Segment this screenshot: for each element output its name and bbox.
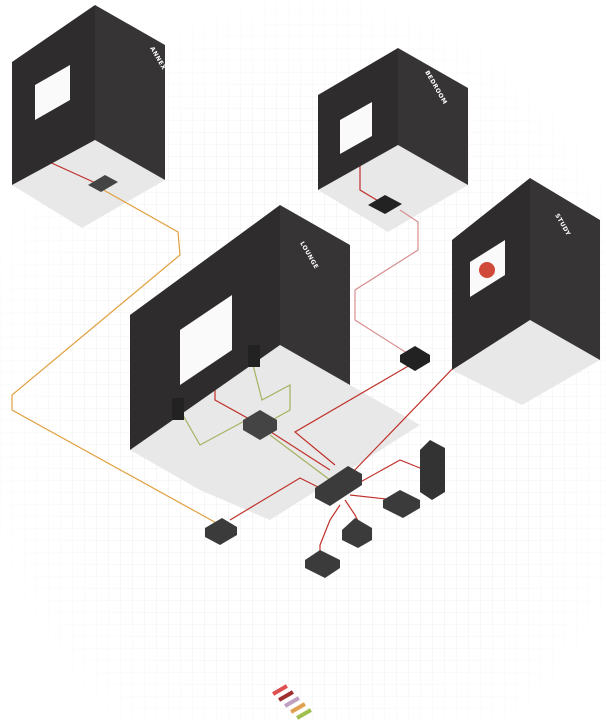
annex-extender-receiver — [88, 175, 118, 192]
lounge-screen — [180, 295, 232, 385]
study-floor — [452, 320, 600, 405]
hdmi-matrix-switch — [315, 466, 362, 506]
set-top-box — [383, 490, 420, 518]
speaker-left — [172, 398, 184, 420]
annex-extender-transmitter — [205, 518, 237, 545]
bedroom-screen — [340, 102, 372, 154]
av-receiver — [243, 410, 277, 440]
pc-tower — [420, 440, 445, 500]
speaker-right — [248, 345, 260, 367]
legend-swatch — [290, 702, 306, 714]
study-right-wall — [530, 178, 600, 360]
lounge-right-wall — [280, 205, 350, 385]
legend-swatch — [272, 684, 288, 696]
study-screen-graphic — [479, 262, 495, 278]
legend-swatch — [284, 696, 300, 708]
annex-right-wall — [95, 5, 165, 180]
annex-screen — [35, 65, 70, 120]
bedroom-extender-transmitter — [400, 346, 430, 371]
bedroom-extender-receiver — [368, 195, 402, 214]
media-player — [305, 550, 340, 578]
legend-swatch — [296, 708, 312, 720]
lounge-floor — [130, 345, 420, 520]
cable-legend — [272, 684, 312, 720]
bedroom-floor — [318, 145, 468, 232]
legend-swatch — [278, 690, 294, 702]
games-console — [342, 518, 372, 548]
bedroom-right-wall — [398, 48, 468, 185]
annex-floor — [12, 140, 165, 228]
